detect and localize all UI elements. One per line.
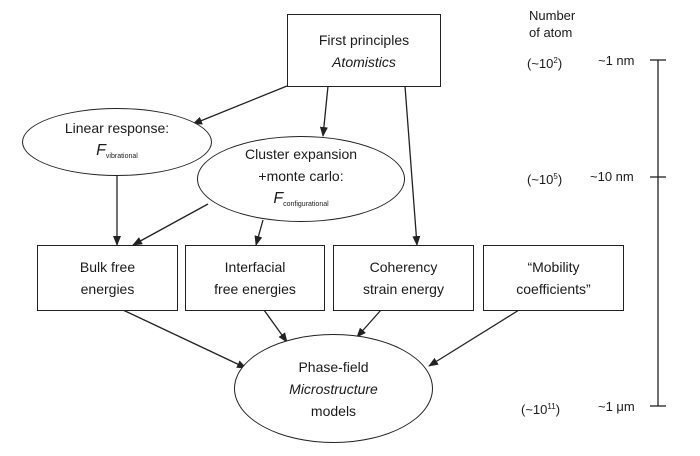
atomistics-label: Atomistics — [332, 53, 396, 70]
cluster-expansion-ellipse: Cluster expansion +monte carlo: Fconfigu… — [197, 136, 405, 222]
interfacial-label: Interfacial — [224, 259, 286, 275]
arrow-bulk-to-phase — [122, 309, 247, 369]
first-principles-box: First principles Atomistics — [287, 14, 441, 87]
f-vibrational-label: Fvibrational — [96, 141, 138, 160]
f-configurational-label: Fconfigurational — [273, 189, 329, 208]
arrow-coherency-to-phase — [356, 309, 382, 338]
bulk-free-energies-box: Bulk free energies — [37, 245, 178, 311]
cluster-expansion-label: Cluster expansion — [244, 145, 358, 162]
interfacial-free-energies-box: Interfacial free energies — [185, 245, 325, 311]
arrow-first-to-linear — [192, 85, 288, 125]
energies-label: energies — [80, 281, 135, 297]
scale-header-line1: Number — [529, 8, 576, 23]
linear-response-label: Linear response: — [64, 119, 170, 136]
monte-carlo-label: +monte carlo: — [258, 167, 344, 184]
length-level-3: ~1 μm — [598, 399, 635, 414]
atoms-level-3: (~1011) — [521, 402, 561, 417]
arrow-interfacial-to-phase — [263, 309, 288, 343]
microstructure-label: Microstructure — [289, 380, 378, 397]
coherency-strain-energy-box: Coherency strain energy — [333, 245, 474, 311]
free-energies-label: free energies — [214, 281, 296, 297]
scale-bar — [650, 59, 666, 407]
coefficients-label: coefficients” — [516, 281, 591, 297]
linear-response-ellipse: Linear response: Fvibrational — [22, 108, 212, 176]
scale-header: Number of atom — [529, 7, 575, 41]
models-label: models — [310, 402, 357, 419]
arrow-mobility-to-phase — [428, 309, 520, 367]
strain-energy-label: strain energy — [363, 281, 444, 297]
arrow-cluster-to-bulk — [132, 203, 209, 246]
arrow-cluster-to-interfacial — [254, 219, 264, 246]
length-level-2: ~10 nm — [590, 169, 634, 184]
mobility-label: “Mobility — [527, 259, 580, 275]
first-principles-label: First principles — [318, 31, 410, 48]
arrow-first-to-coherency — [404, 85, 421, 246]
bulk-free-label: Bulk free — [79, 259, 136, 275]
coherency-label: Coherency — [369, 259, 438, 275]
phase-field-label: Phase-field — [298, 358, 369, 375]
atoms-level-2: (~105) — [527, 172, 563, 187]
phase-field-ellipse: Phase-field Microstructure models — [234, 334, 433, 443]
arrow-first-to-cluster — [319, 85, 329, 137]
mobility-coefficients-box: “Mobility coefficients” — [483, 245, 624, 311]
length-level-1: ~1 nm — [598, 53, 635, 68]
scale-header-line2: of atom — [529, 25, 573, 40]
atoms-level-1: (~102) — [527, 56, 563, 71]
